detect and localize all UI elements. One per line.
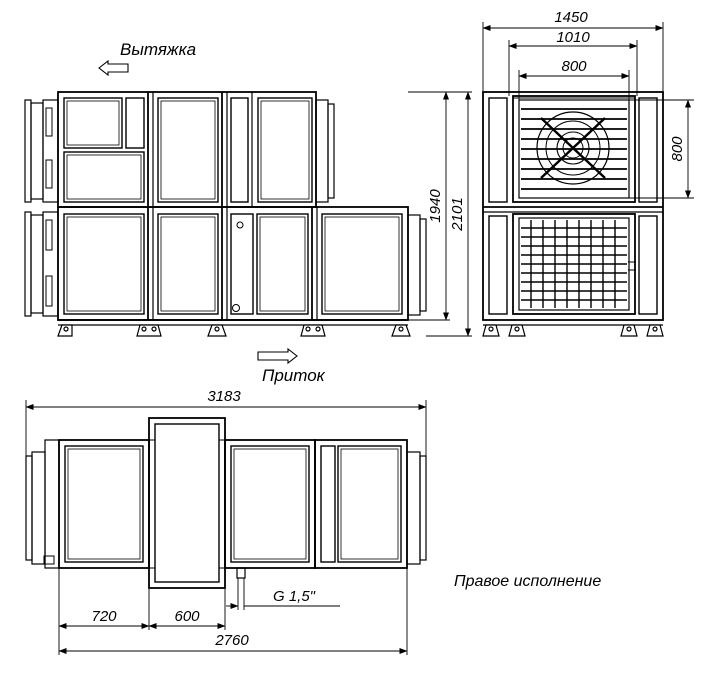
front-height-dims (408, 91, 472, 337)
side-view-dims (482, 22, 694, 199)
plan-view-dims (25, 400, 427, 655)
dim-width-fan: 800 (561, 58, 587, 75)
filter-grille-slats (521, 220, 627, 308)
supply-label: Приток (262, 366, 326, 385)
dim-height-fan: 800 (669, 136, 686, 162)
dim-width-total: 1450 (554, 9, 588, 26)
dim-height-body: 1940 (427, 189, 444, 223)
front-view (24, 91, 427, 326)
front-view-feet (57, 324, 411, 337)
plan-view (25, 417, 427, 589)
dim-seg-720: 720 (91, 608, 117, 625)
dim-pipe: G 1,5" (273, 588, 316, 605)
fan-grille-slats (521, 108, 627, 190)
dim-width-mid: 1010 (556, 29, 590, 46)
dim-length-bottom: 2760 (214, 632, 249, 649)
exhaust-arrow (98, 59, 129, 77)
dim-length-top: 3183 (207, 388, 241, 405)
dim-height-total: 2101 (449, 197, 466, 231)
exhaust-label: Вытяжка (120, 40, 196, 59)
supply-arrow (257, 347, 298, 365)
dim-seg-600: 600 (174, 608, 200, 625)
side-view (482, 91, 664, 326)
side-view-feet (482, 324, 664, 337)
version-label: Правое исполнение (454, 573, 601, 590)
